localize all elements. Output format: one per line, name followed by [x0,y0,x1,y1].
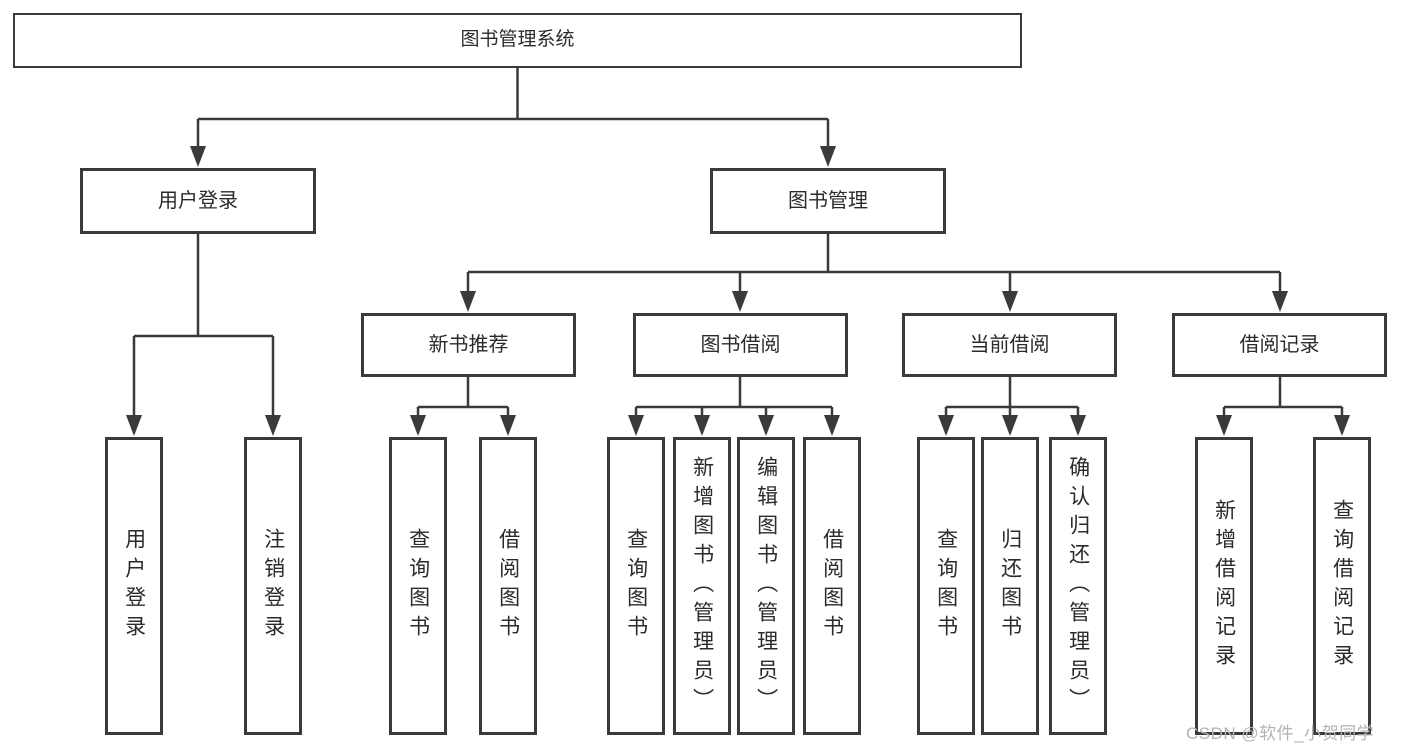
arrowhead [410,415,426,436]
leaf-query-books-current: 查询图书 [917,437,975,735]
node-book-management: 图书管理 [710,168,946,234]
node-user-login: 用户登录 [80,168,316,234]
arrowhead [758,415,774,436]
leaf-add-book-admin: 新增图书（管理员） [673,437,731,735]
connector-newbook-to-leaves [416,377,510,417]
leaf-logout: 注销登录 [244,437,302,735]
connector-records-to-leaves [1222,377,1344,417]
arrowhead [820,146,836,167]
node-book-borrowing: 图书借阅 [633,313,848,377]
arrowhead [460,291,476,312]
connector-root-to-level2 [196,68,830,148]
arrowhead [126,415,142,436]
arrowhead [1216,415,1232,436]
node-new-book-recommend: 新书推荐 [361,313,576,377]
arrowhead [824,415,840,436]
connector-current-to-leaves [944,377,1080,417]
node-current-borrowing: 当前借阅 [902,313,1117,377]
arrowhead [1334,415,1350,436]
arrowhead [1002,415,1018,436]
leaf-borrow-books: 借阅图书 [803,437,861,735]
leaf-borrow-books-recommend: 借阅图书 [479,437,537,735]
watermark: CSDN @软件_小贺同学 [1186,724,1375,743]
leaf-add-borrow-record: 新增借阅记录 [1195,437,1253,735]
connector-borrow-to-leaves [634,377,834,417]
arrowhead [938,415,954,436]
connector-userlogin-to-leaves [132,234,275,417]
leaf-query-books-recommend: 查询图书 [389,437,447,735]
arrowhead [265,415,281,436]
leaf-query-borrow-record: 查询借阅记录 [1313,437,1371,735]
arrowhead [190,146,206,167]
arrowhead [1002,291,1018,312]
connector-bookmgmt-to-level3 [466,234,1282,293]
leaf-user-login: 用户登录 [105,437,163,735]
arrowhead [628,415,644,436]
arrowhead [1070,415,1086,436]
arrowhead [732,291,748,312]
arrowhead [500,415,516,436]
leaf-edit-book-admin: 编辑图书（管理员） [737,437,795,735]
node-library-system-root: 图书管理系统 [13,13,1022,68]
leaf-return-book: 归还图书 [981,437,1039,735]
leaf-confirm-return-admin: 确认归还（管理员） [1049,437,1107,735]
leaf-query-books-borrow: 查询图书 [607,437,665,735]
arrowhead [1272,291,1288,312]
arrowhead [694,415,710,436]
node-borrowing-records: 借阅记录 [1172,313,1387,377]
